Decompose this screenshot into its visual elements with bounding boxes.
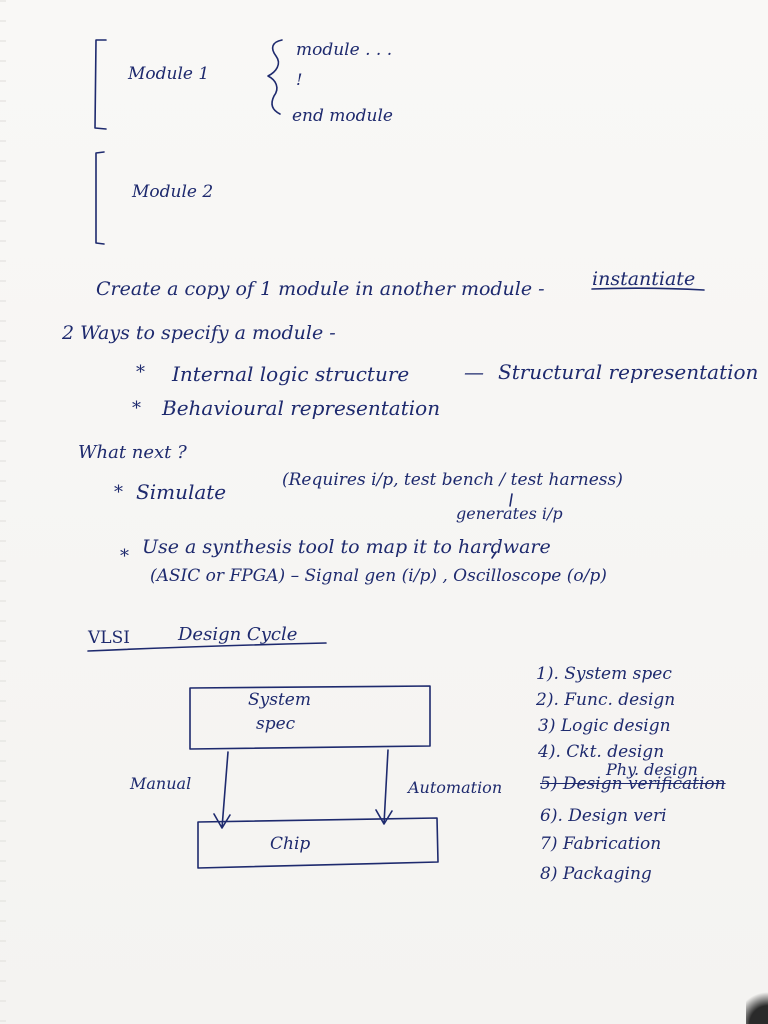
synthesis-sentence: Use a synthesis tool to map it to hardwa… xyxy=(142,536,551,558)
generates-input-note: generates i/p xyxy=(456,504,563,523)
step-6: 6). Design veri xyxy=(540,806,667,826)
system-spec-line1: System xyxy=(248,690,311,710)
module-code-ellipsis: ! xyxy=(296,70,303,89)
system-spec-line2: spec xyxy=(256,714,296,734)
step-4: 4). Ckt. design xyxy=(538,742,665,762)
testbench-arrow xyxy=(509,493,513,507)
way2-behavioural: Behavioural representation xyxy=(162,396,441,420)
vlsi-heading-right: Design Cycle xyxy=(178,624,298,645)
step-1: 1). System spec xyxy=(536,664,672,684)
page-corner-shadow xyxy=(746,984,768,1024)
module1-label: Module 1 xyxy=(128,64,210,84)
module2-bracket xyxy=(95,151,105,245)
vlsi-underline xyxy=(87,642,327,652)
way1-dash: — xyxy=(464,360,484,384)
chip-label: Chip xyxy=(270,834,311,854)
way1-bullet: * xyxy=(136,362,145,383)
manual-arrow xyxy=(213,751,231,829)
step-7: 7) Fabrication xyxy=(540,834,662,854)
simulate-requirements: (Requires i/p, test bench / test harness… xyxy=(282,470,623,490)
page-binding-edge xyxy=(0,0,6,1024)
simulate-bullet: * xyxy=(114,482,123,503)
module-code-start: module . . . xyxy=(296,40,393,60)
step-3: 3) Logic design xyxy=(538,716,671,736)
way1-internal-logic: Internal logic structure xyxy=(172,362,410,386)
vlsi-heading-left: VLSI xyxy=(88,628,130,648)
ways-heading: 2 Ways to specify a module - xyxy=(62,322,336,344)
synthesis-tick xyxy=(491,551,497,559)
what-next-heading: What next ? xyxy=(78,442,187,463)
module-code-end: end module xyxy=(292,106,393,126)
way1-structural: Structural representation xyxy=(498,360,759,384)
synthesis-hardware-targets: (ASIC or FPGA) – Signal gen (i/p) , Osci… xyxy=(150,566,607,586)
instantiate-keyword: instantiate xyxy=(592,268,696,290)
chip-box xyxy=(197,817,439,869)
synthesis-bullet: * xyxy=(120,546,129,567)
instantiate-sentence: Create a copy of 1 module in another mod… xyxy=(96,278,545,300)
module2-label: Module 2 xyxy=(132,182,214,202)
step-2: 2). Func. design xyxy=(536,690,676,710)
automation-label: Automation xyxy=(408,778,503,797)
step-8: 8) Packaging xyxy=(540,864,652,884)
step-5-correction: Phy. design xyxy=(606,760,698,779)
system-spec-box xyxy=(189,685,431,750)
step-5: 5) Design verification xyxy=(540,774,726,794)
manual-label: Manual xyxy=(130,774,192,793)
module-code-brace xyxy=(267,39,283,115)
module1-bracket xyxy=(94,39,107,130)
automation-arrow xyxy=(375,749,393,825)
way2-bullet: * xyxy=(132,398,141,419)
simulate-label: Simulate xyxy=(136,480,227,504)
instantiate-underline xyxy=(591,287,705,291)
